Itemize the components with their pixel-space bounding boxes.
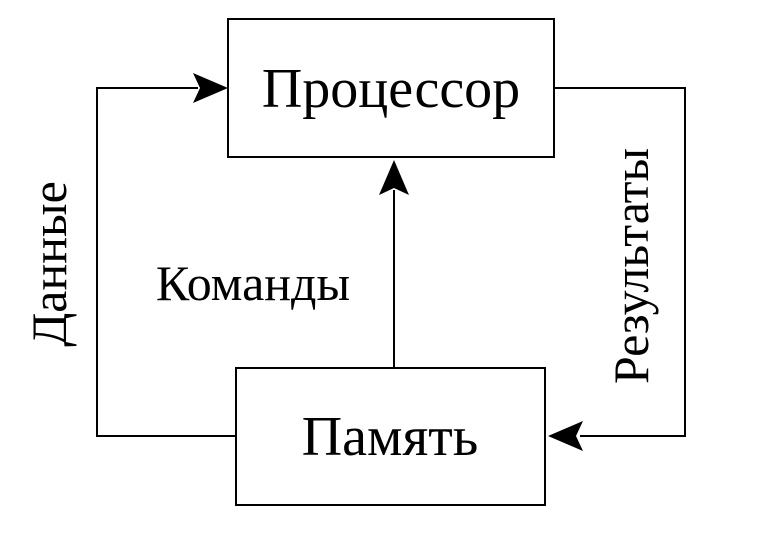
data-edge-line: [96, 87, 236, 437]
commands-edge-label: Команды: [156, 255, 350, 311]
data-edge-label: Данные: [21, 181, 77, 347]
results-edge: Результаты: [548, 87, 686, 451]
memory-box: [235, 367, 546, 506]
processor-label: Процессор: [262, 58, 520, 120]
processor-box: [227, 18, 555, 158]
data-edge: Данные: [21, 73, 236, 437]
results-edge-arrowhead: [548, 421, 583, 451]
processor-node: Процессор: [227, 18, 555, 158]
commands-edge: Команды: [156, 160, 409, 368]
results-edge-line: [554, 87, 686, 437]
results-edge-label: Результаты: [603, 148, 659, 384]
memory-label: Память: [302, 406, 479, 468]
data-edge-arrowhead: [193, 73, 228, 103]
commands-edge-arrowhead: [379, 160, 409, 195]
memory-node: Память: [235, 367, 546, 506]
